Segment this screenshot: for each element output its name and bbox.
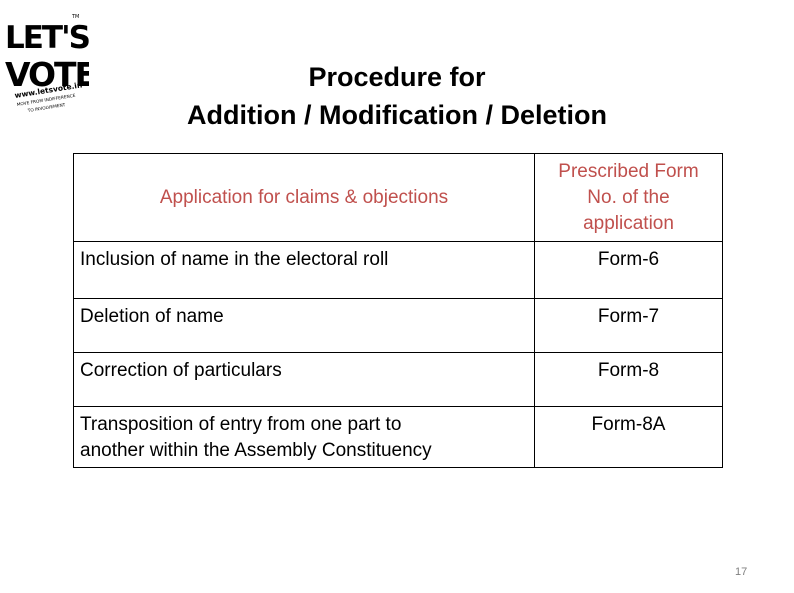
header-prescribed-form: Prescribed Form No. of the application xyxy=(534,153,723,242)
row-form-number: Form-7 xyxy=(534,298,723,353)
row-form-number: Form-8A xyxy=(534,406,723,468)
row-description: Transposition of entry from one part to … xyxy=(73,406,535,468)
logo-trademark: TM xyxy=(71,14,79,20)
row-form-number: Form-6 xyxy=(534,241,723,299)
table-row: Correction of particulars Form-8 xyxy=(73,352,723,407)
title-line-2: Addition / Modification / Deletion xyxy=(187,100,607,130)
table-row: Deletion of name Form-7 xyxy=(73,298,723,353)
table-row: Inclusion of name in the electoral roll … xyxy=(73,241,723,299)
row-description: Deletion of name xyxy=(73,298,535,353)
page-title: Procedure for Addition / Modification / … xyxy=(0,58,794,134)
procedure-table: Application for claims & objections Pres… xyxy=(73,153,723,468)
row-description: Inclusion of name in the electoral roll xyxy=(73,241,535,299)
letsvote-logo: LET'S TM VOTE www.letsvote.in MOVE FROM … xyxy=(5,14,89,114)
table-row: Transposition of entry from one part to … xyxy=(73,406,723,468)
header-claims-objections: Application for claims & objections xyxy=(73,153,535,242)
row-description-line-2: another within the Assembly Constituency xyxy=(80,440,432,461)
logo-line1: LET'S xyxy=(5,20,89,56)
row-description-line-1: Transposition of entry from one part to xyxy=(80,414,402,435)
logo-line2: VOTE xyxy=(5,55,89,94)
row-form-number: Form-8 xyxy=(534,352,723,407)
page-number: 17 xyxy=(735,566,748,578)
title-line-1: Procedure for xyxy=(308,62,486,92)
header-form-line-3: application xyxy=(583,212,674,234)
header-form-line-1: Prescribed Form xyxy=(558,160,699,182)
table-header-row: Application for claims & objections Pres… xyxy=(73,153,723,242)
header-form-line-2: No. of the xyxy=(587,186,670,208)
row-description: Correction of particulars xyxy=(73,352,535,407)
